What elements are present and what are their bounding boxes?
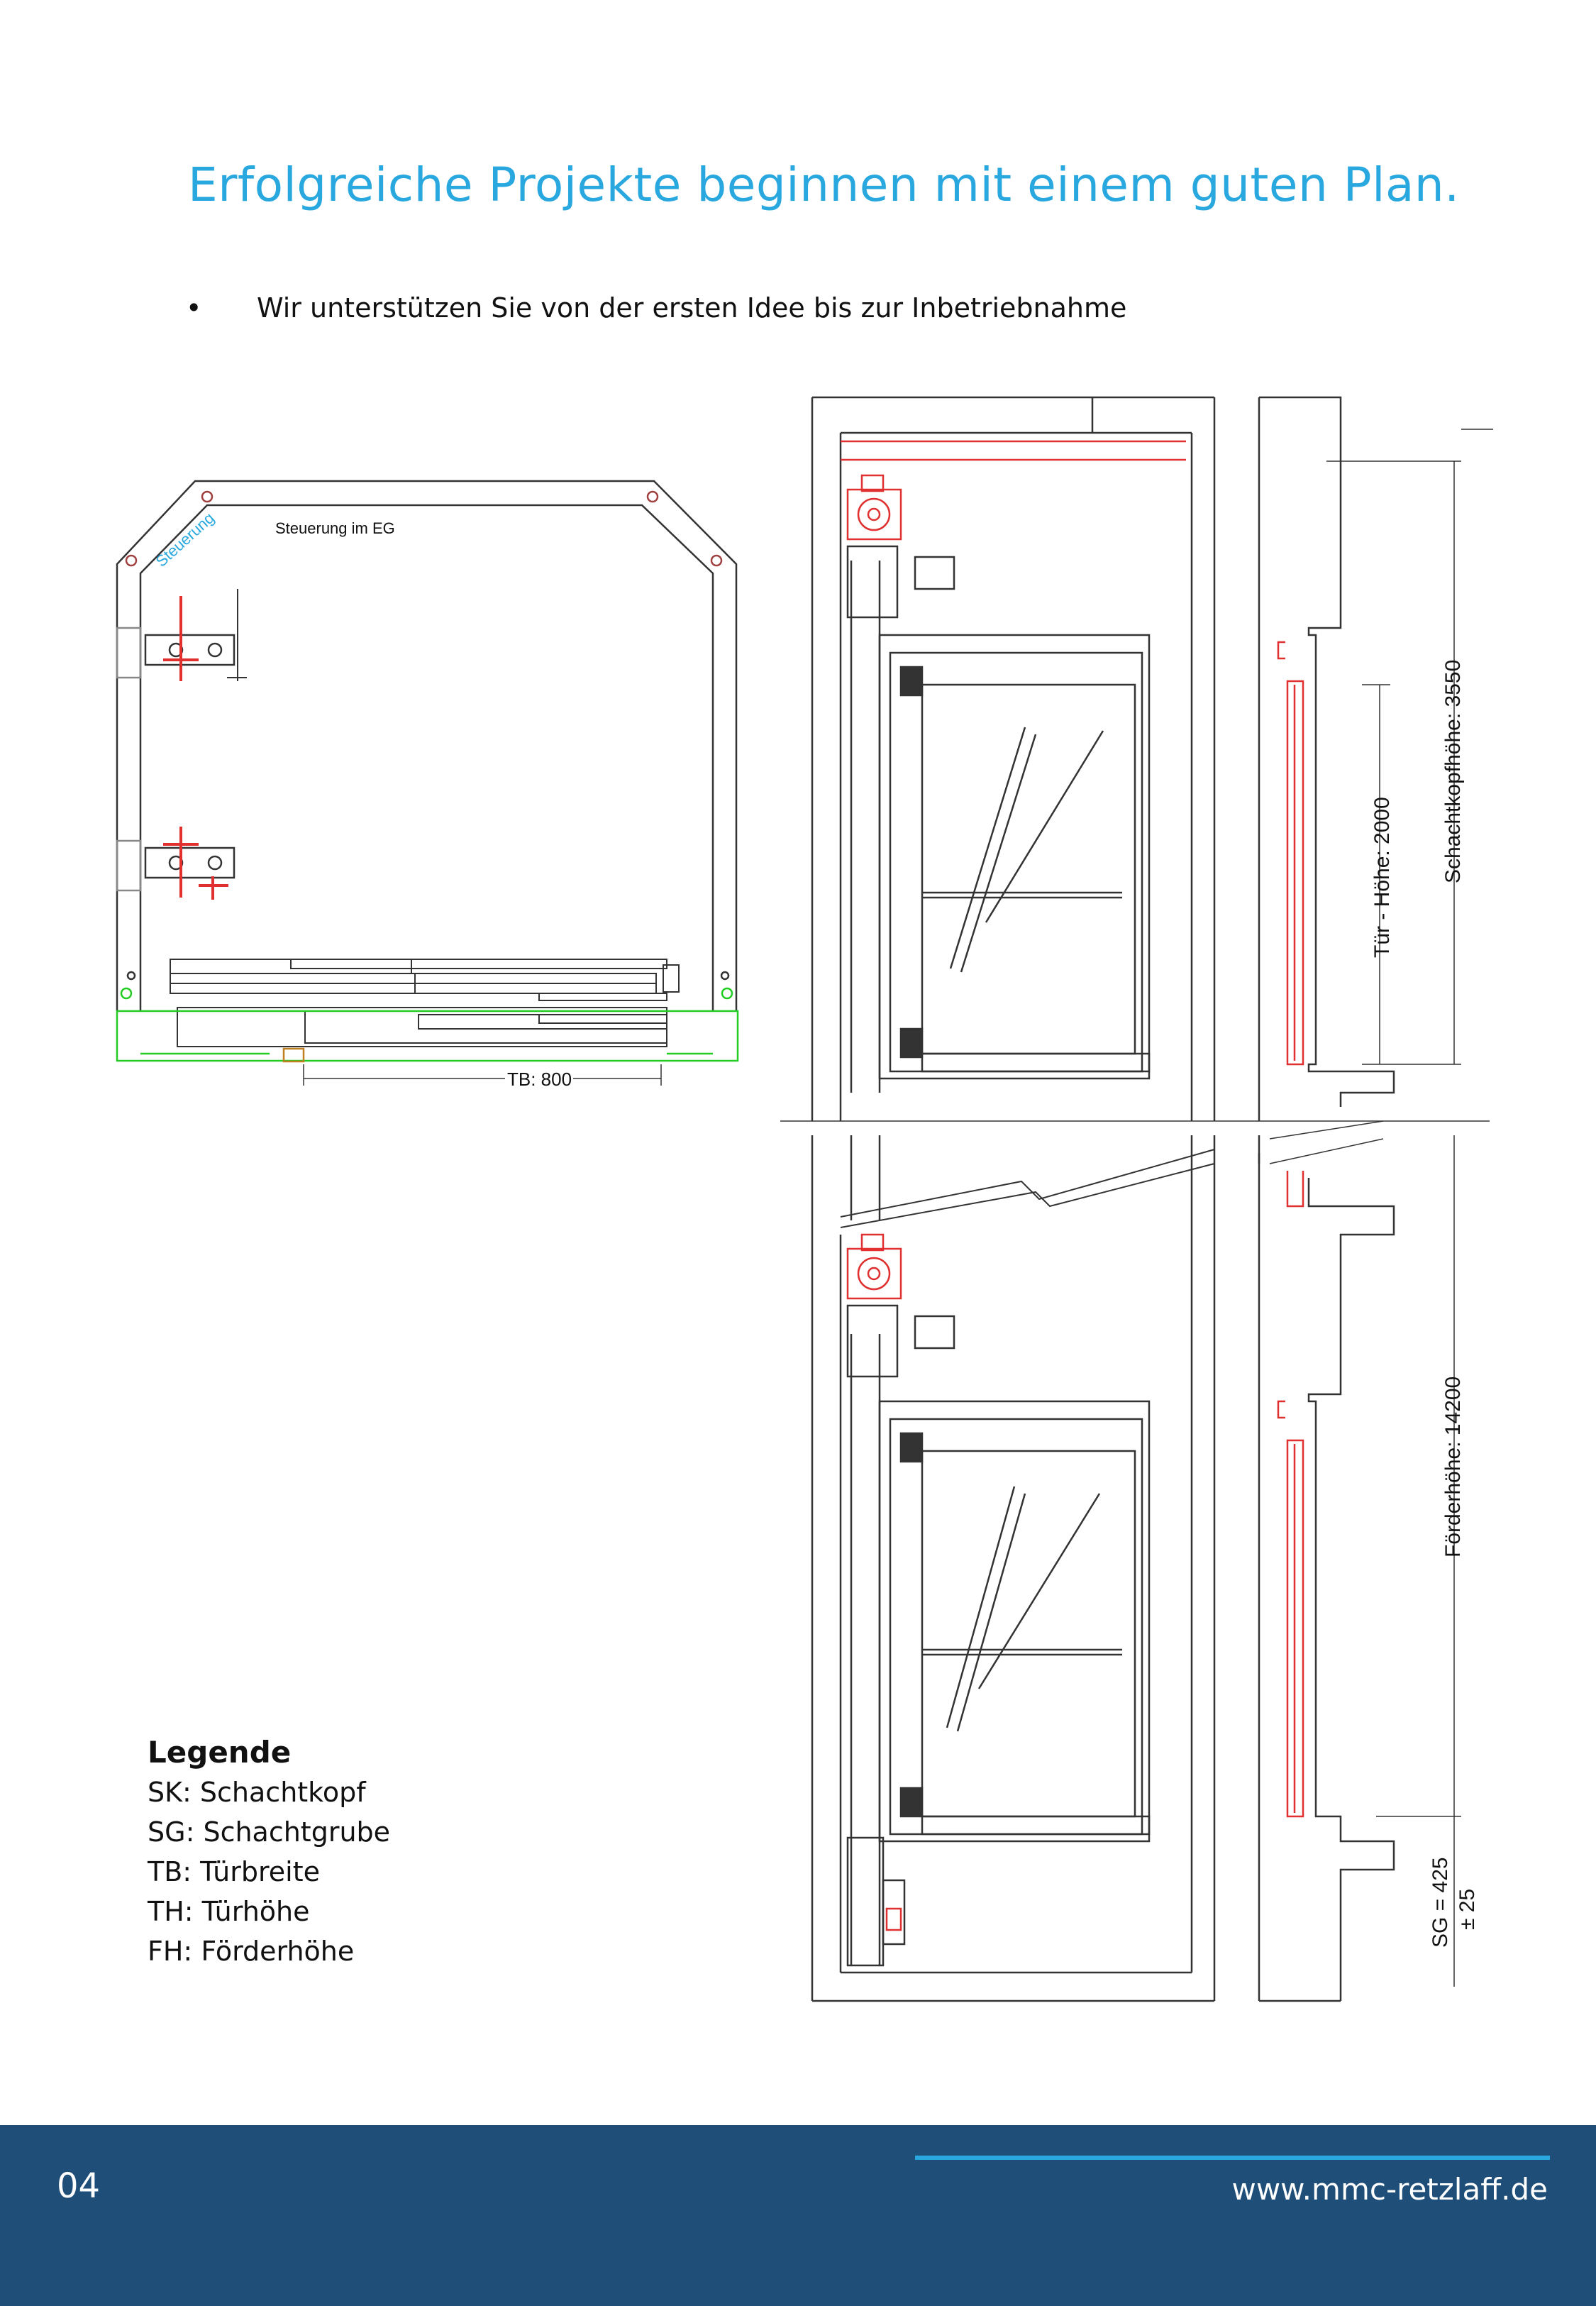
- bullet-item: • Wir unterstützen Sie von der ersten Ide…: [186, 292, 1126, 324]
- legend-item: SK: Schachtkopf: [148, 1777, 366, 1808]
- legend-title: Legende: [148, 1735, 292, 1770]
- door-height-label: Tür - Höhe: 2000: [1370, 797, 1394, 958]
- pit-label: SG = 425: [1429, 1857, 1452, 1948]
- controller-label: Steuerung im EG: [275, 519, 395, 537]
- legend-item: TH: Türhöhe: [148, 1896, 310, 1927]
- legend: Legende SK: Schachtkopf SG: Schachtgrube…: [148, 1735, 390, 1971]
- door-width-label: TB: 800: [507, 1069, 572, 1090]
- website-link[interactable]: www.mmc-retzlaff.de: [1231, 2172, 1548, 2207]
- footer: 04 www.mmc-retzlaff.de: [0, 2125, 1596, 2306]
- section-view: [780, 396, 1493, 2002]
- plan-view: [116, 480, 739, 1086]
- footer-accent-line: [915, 2156, 1550, 2160]
- bullet-text: Wir unterstützen Sie von der ersten Idee…: [257, 292, 1127, 324]
- headroom-label: Schachtkopfhöhe: 3550: [1441, 660, 1465, 883]
- technical-drawing: Steuerung im EG Steuerung TB: 800: [116, 396, 1493, 2002]
- steuerung-label: Steuerung: [153, 509, 218, 570]
- page-title: Erfolgreiche Projekte beginnen mit einem…: [188, 158, 1460, 212]
- legend-item: FH: Förderhöhe: [148, 1936, 355, 1967]
- travel-height-label: Förderhöhe: 14200: [1441, 1377, 1465, 1557]
- page-number: 04: [57, 2166, 101, 2206]
- bullet-icon: •: [186, 292, 202, 324]
- pit-tolerance-label: ± 25: [1456, 1889, 1479, 1930]
- legend-item: TB: Türbreite: [148, 1856, 320, 1887]
- legend-item: SG: Schachtgrube: [148, 1816, 391, 1848]
